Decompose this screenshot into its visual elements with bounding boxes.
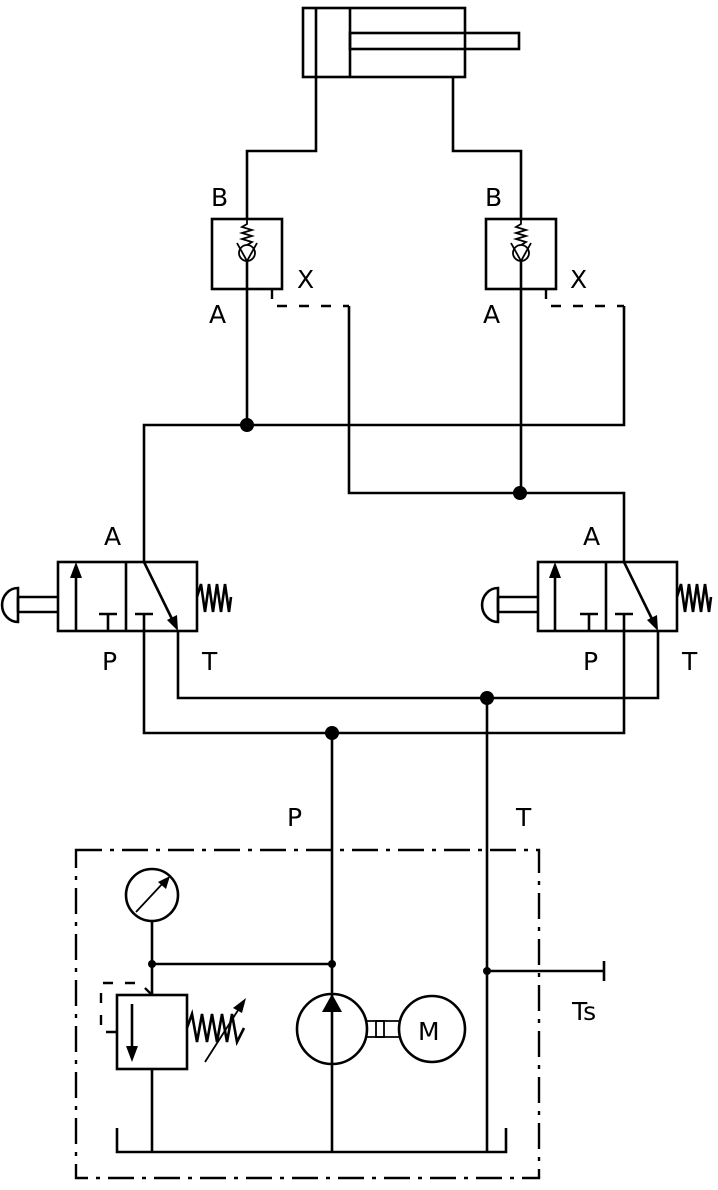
valve-right-label-t: T [681,647,698,676]
motor-icon: M [397,994,467,1064]
valve-left-label-t: T [201,647,218,676]
junction-dot [148,960,156,968]
check-left-label-b: B [211,183,228,212]
cylinder [301,6,521,79]
junction-dot [240,418,254,432]
check-left-label-x: X [297,265,314,294]
power-unit: M Ts [74,848,606,1180]
junction-dot [513,486,527,500]
junction-dot [325,726,339,740]
valve-left-label-a: A [104,522,121,551]
valve-right-label-p: P [583,647,598,676]
directional-valve-left: A P T [0,522,233,676]
pressure-gauge-icon [124,867,180,995]
motor-coupling [367,1020,400,1038]
tank-icon [115,1128,508,1154]
supply-label-p: P [287,803,302,832]
directional-valve-right: A P T [480,522,713,676]
junction-dot [483,967,491,975]
junction-dot [328,960,336,968]
relief-valve [99,981,246,1152]
valve-right-label-a: A [583,522,600,551]
valve-left-label-p: P [102,647,117,676]
pilot-check-valve-right: B A X [483,183,624,329]
tank-label-ts: Ts [571,997,596,1026]
check-left-label-a: A [209,300,226,329]
motor-label: M [418,1017,440,1046]
pilot-check-valve-left: B A X [209,183,349,329]
interconnect-lines [142,289,626,562]
supply-label-t: T [515,803,532,832]
pump-icon [295,992,369,1066]
cylinder-port-lines [245,77,523,219]
check-right-label-x: X [570,265,587,294]
supply-return-lines: P T [142,631,660,1152]
check-right-label-a: A [483,300,500,329]
junction-dot [480,691,494,705]
check-right-label-b: B [485,183,502,212]
